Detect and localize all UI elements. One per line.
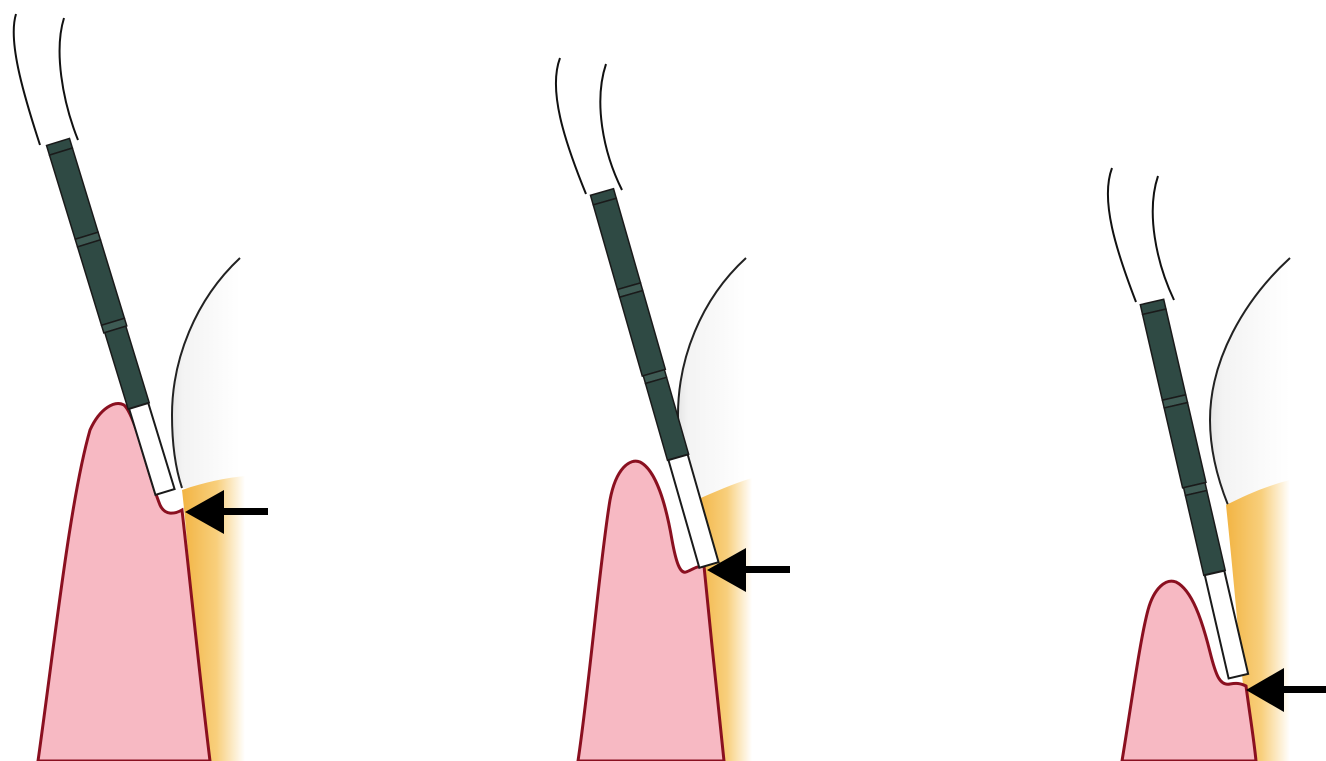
tooth-crown [172,258,240,488]
panel-1-illustration [0,0,380,761]
tooth-crown [1210,258,1290,505]
probe-handle-wire-right [1153,176,1174,300]
probing-panel-deep [1060,0,1326,761]
panel-2-illustration [520,0,880,761]
probing-panel-moderate [520,0,880,761]
panel-3-illustration [1060,0,1326,761]
probe-handle-wire-right [600,64,622,190]
probe-handle-wire-left [556,58,586,194]
probe-handle-wire-right [60,18,78,140]
probing-panel-shallow [0,0,380,761]
probe-handle-wire-left [1108,168,1136,302]
probe-handle-wire-left [14,14,40,145]
